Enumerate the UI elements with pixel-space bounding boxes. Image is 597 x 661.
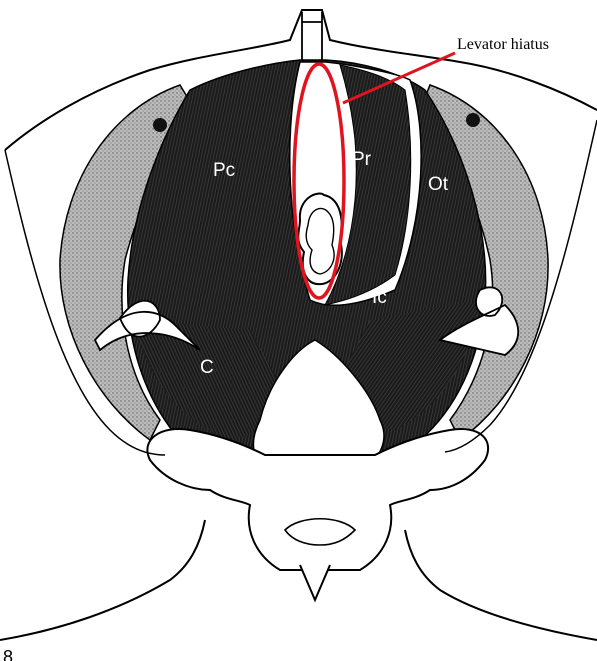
label-coccygeus: C <box>200 357 214 378</box>
ischial-mark-right <box>466 113 480 127</box>
anal-canal-inner <box>306 208 334 274</box>
hip-outline-right <box>405 530 597 640</box>
pubic-symphysis <box>302 12 322 62</box>
label-puborectalis: Pr <box>352 149 372 170</box>
label-obturator: Ot <box>428 174 449 195</box>
callout-label: Levator hiatus <box>457 36 549 53</box>
label-iliococcygeus: Ic <box>372 287 387 308</box>
label-pubococcygeus: Pc <box>213 160 235 181</box>
ischial-mark-left <box>153 118 167 132</box>
sacral-tip <box>300 565 330 600</box>
page-number: 8 <box>3 647 13 661</box>
hip-outline-left <box>0 520 205 640</box>
